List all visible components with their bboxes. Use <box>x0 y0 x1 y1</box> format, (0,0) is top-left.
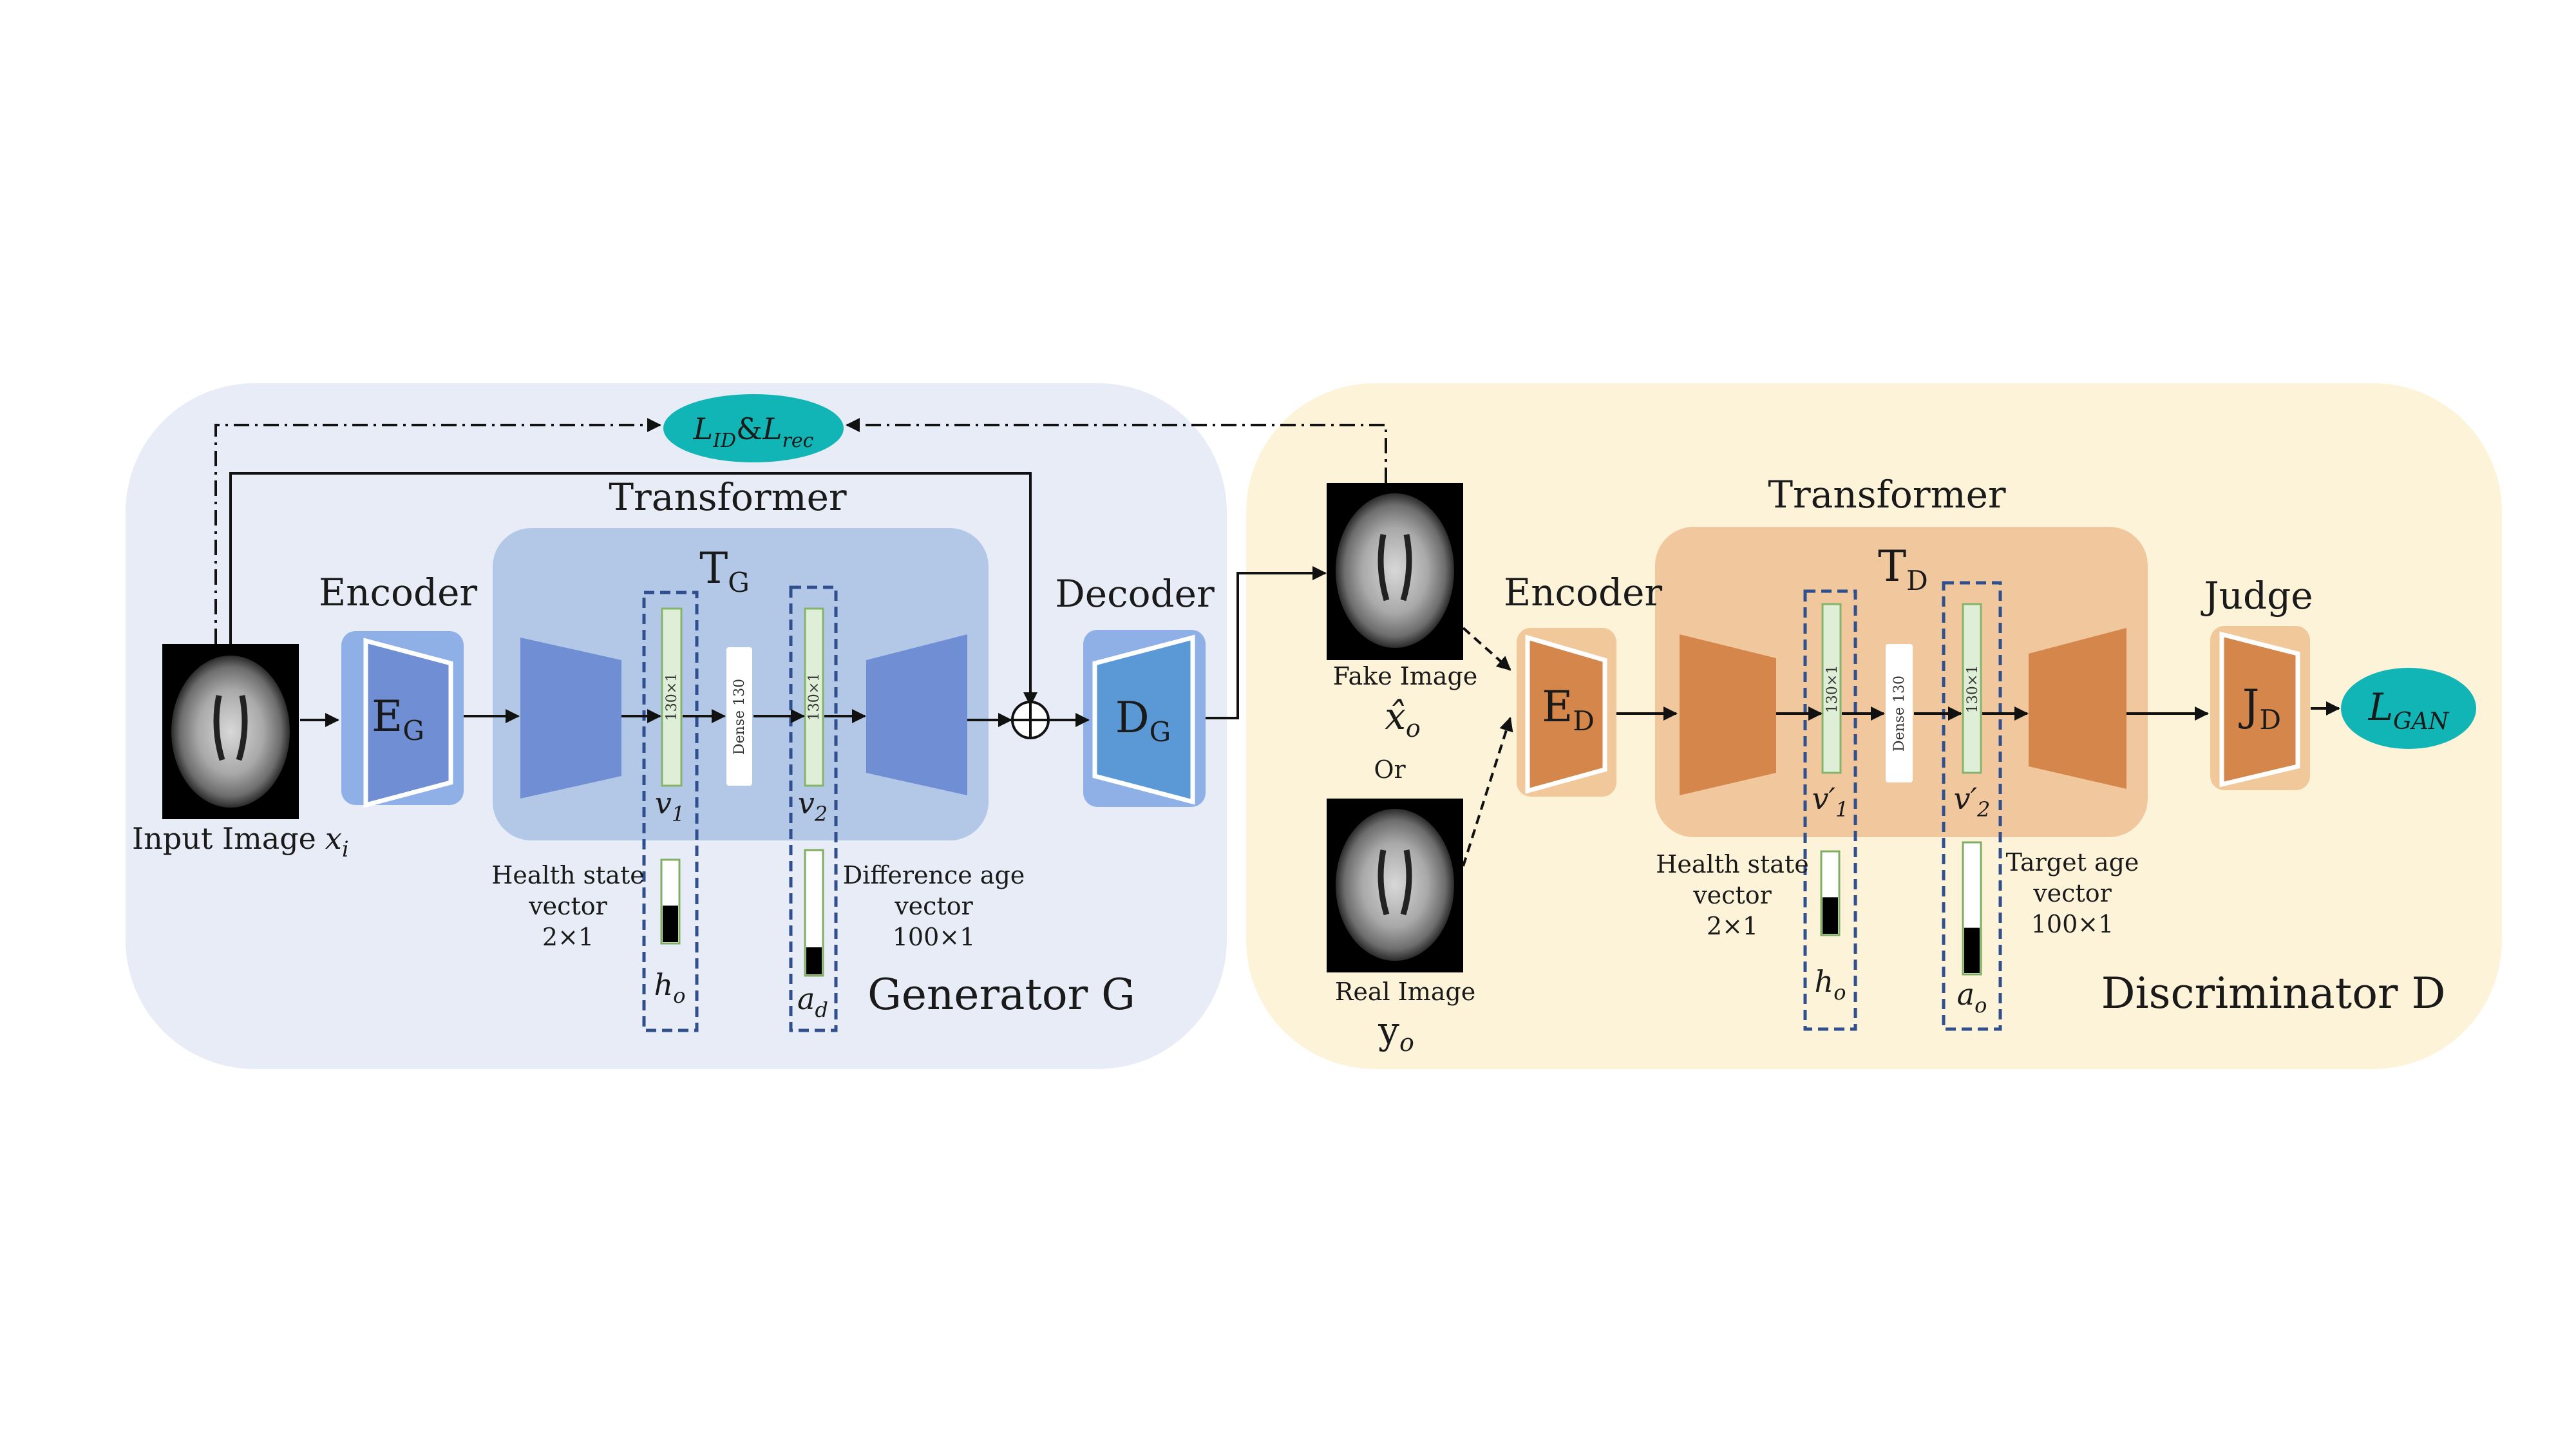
g-health-text-1: Health state <box>491 861 644 889</box>
d-health-text-3: 2×1 <box>1707 912 1758 940</box>
g-v2-dashed-box <box>789 585 838 1032</box>
g-age-text-2: vector <box>894 892 973 920</box>
d-v2-dashed-box <box>1942 581 2002 1031</box>
input-brain <box>171 656 290 808</box>
d-age-text-3: 100×1 <box>2031 910 2114 938</box>
generator-encoder-trapezoid <box>363 638 453 808</box>
g-h-label: ho <box>654 967 686 1008</box>
judge-trapezoid <box>2219 631 2300 788</box>
g-age-text-1: Difference age <box>843 861 1025 889</box>
ed-label: ED <box>1542 682 1595 737</box>
d-v2-dim: 130×1 <box>1965 665 1981 713</box>
d-v2-label: v′2 <box>1954 781 1991 822</box>
fake-image-var: x̂o <box>1385 694 1421 743</box>
d-h-label: ho <box>1815 964 1846 1005</box>
gan-loss <box>2341 668 2476 749</box>
generator-transformer-title: Transformer <box>609 475 847 519</box>
td-label: TD <box>1878 542 1928 596</box>
generator-decoder-trapezoid <box>1092 634 1195 805</box>
g-v2-vector <box>804 607 824 787</box>
fake-brain <box>1336 493 1454 648</box>
d-age-text-2: vector <box>2032 879 2112 907</box>
discriminator-transformer-encoder <box>1680 634 1776 795</box>
or-label: Or <box>1374 755 1406 784</box>
g-age-bar-fill <box>806 947 822 974</box>
discriminator-transformer-decoder <box>2029 628 2126 789</box>
d-v1-label: v′1 <box>1812 781 1849 822</box>
d-v1-dim: 130×1 <box>1824 665 1841 713</box>
g-dense-label: Dense 130 <box>732 679 748 755</box>
d-health-text-2: vector <box>1692 881 1772 909</box>
input-brain-ventricles <box>213 695 248 761</box>
generator-transformer-encoder <box>520 638 621 799</box>
g-v1-vector <box>661 607 683 787</box>
jd-label: JD <box>2239 681 2281 735</box>
d-age-bar-fill <box>1964 927 1980 973</box>
d-v1-dashed-box <box>1803 589 1857 1031</box>
g-v2-label: v2 <box>798 786 828 826</box>
id-rec-loss-label: LID&Lrec <box>693 412 814 452</box>
discriminator-title: Discriminator D <box>2101 969 2446 1018</box>
connections <box>214 418 2340 867</box>
d-health-bar-fill <box>1823 897 1838 934</box>
generator-transformer-decoder <box>866 634 967 795</box>
d-dense-label: Dense 130 <box>1891 676 1908 752</box>
generator-title: Generator G <box>867 970 1135 1019</box>
g-v1-dashed-box <box>642 591 699 1032</box>
tg-label: TG <box>699 544 750 598</box>
real-brain <box>1336 809 1454 961</box>
discriminator-encoder-title: Encoder <box>1504 571 1663 614</box>
g-a-label: ad <box>797 981 828 1022</box>
d-a-label: ao <box>1957 977 1987 1018</box>
eg-label: EG <box>372 692 424 746</box>
g-dense-box <box>726 647 752 786</box>
g-health-bar-fill <box>663 905 678 942</box>
real-brain-ventricles <box>1378 849 1412 916</box>
judge-title: Judge <box>2201 574 2313 618</box>
g-v2-dim: 130×1 <box>806 673 822 721</box>
d-v2-vector <box>1962 603 1982 774</box>
generator-encoder-title: Encoder <box>319 571 478 614</box>
id-rec-loss <box>663 394 844 462</box>
d-v1-vector <box>1821 603 1842 774</box>
real-image-var: yo <box>1378 1009 1414 1057</box>
g-v1-label: v1 <box>655 786 685 826</box>
real-image-label: Real Image <box>1335 978 1476 1006</box>
dg-label: DG <box>1115 693 1171 748</box>
d-health-text-1: Health state <box>1656 850 1808 878</box>
g-health-text-2: vector <box>528 892 607 920</box>
g-age-text-3: 100×1 <box>893 923 976 951</box>
generator-decoder-title: Decoder <box>1055 572 1215 616</box>
d-age-text-1: Target age <box>2006 848 2139 876</box>
d-dense-box <box>1886 644 1913 782</box>
g-health-text-3: 2×1 <box>542 923 594 951</box>
discriminator-transformer-title: Transformer <box>1768 473 2006 516</box>
fake-brain-ventricles <box>1378 534 1412 601</box>
g-v1-dim: 130×1 <box>664 673 680 721</box>
fake-image-label: Fake Image <box>1333 662 1478 690</box>
discriminator-encoder-trapezoid <box>1525 634 1607 794</box>
gan-loss-label: LGAN <box>2368 685 2450 735</box>
